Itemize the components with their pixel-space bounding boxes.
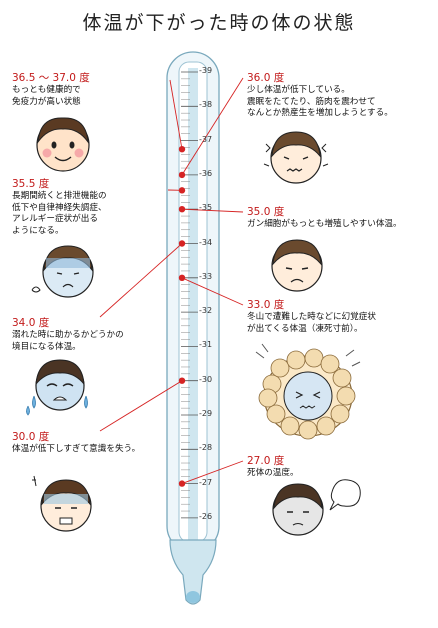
temperature-marker	[178, 480, 186, 487]
temperature-marker	[178, 377, 186, 384]
note-36-5: 36.5 ～ 37.0 度 もっとも健康的で 免疫力が高い状態	[12, 72, 90, 108]
connector-line	[181, 77, 244, 176]
note-line: ガン細胞がもっとも増殖しやすい体温。	[247, 219, 402, 229]
thermometer-bulb	[169, 539, 217, 605]
mercury-column	[188, 68, 198, 568]
note-line: 長期間続くと排泄機能の	[12, 191, 107, 201]
note-27-0: 27.0 度 死体の温度。	[247, 455, 299, 480]
note-line: 境目になる体温。	[12, 341, 81, 352]
scale-tick-label: -37	[199, 134, 213, 144]
temperature-marker	[178, 240, 186, 247]
scale-tick-label: -29	[199, 409, 213, 418]
note-temp-label: 33.0 度	[247, 299, 285, 311]
note-temp-label: 35.0 度	[247, 206, 285, 218]
scale-tick-label: -39	[199, 66, 213, 75]
frozen-face-illustration	[255, 343, 361, 440]
pale-face-illustration	[31, 245, 94, 298]
note-temp-label: 34.0 度	[12, 317, 50, 329]
connector-line	[99, 243, 183, 318]
scale-tick-label: -27	[199, 477, 213, 487]
temperature-marker	[178, 145, 186, 153]
note-line: ようになる。	[12, 225, 64, 236]
note-35-0: 35.0 度 ガン細胞がもっとも増殖しやすい体温。	[247, 206, 402, 231]
note-line: 震眠をたてたり、筋肉を震わせて	[247, 96, 376, 107]
note-temp-label: 30.0 度	[12, 431, 50, 443]
connector-line	[169, 79, 183, 150]
scale-tick-label: -30	[199, 374, 213, 384]
scale-tick-label: -26	[199, 511, 213, 521]
connector-line	[181, 460, 244, 485]
temperature-marker	[178, 171, 186, 179]
note-36-0: 36.0 度 少し体温が低下している。 震眠をたてたり、筋肉を震わせて なんとか…	[247, 72, 393, 120]
note-line: もっとも健康的で	[12, 85, 81, 95]
scale-tick-label: -28	[199, 443, 213, 453]
note-temp-label: 35.5 度	[12, 178, 50, 190]
bulb-reservoir	[186, 591, 200, 603]
note-line: 少し体温が低下している。	[247, 85, 350, 95]
scale-tick-label: -32	[199, 306, 213, 316]
note-line: 死体の温度。	[247, 468, 299, 478]
note-30-0: 30.0 度 体温が低下しすぎて意識を失う。	[12, 431, 140, 456]
connector-line	[99, 380, 183, 432]
scale-tick-label: -38	[199, 100, 213, 110]
crying-face-illustration	[26, 359, 88, 416]
healthy-face-illustration	[36, 117, 90, 172]
note-line: 溺れた時に助かるかどうかの	[12, 330, 124, 340]
note-temp-label: 36.5 ～ 37.0 度	[12, 72, 90, 84]
note-line: アレルギー症状が出る	[12, 214, 98, 224]
tired-face-illustration	[271, 239, 323, 292]
note-line: 低下や自律神経失調症、	[12, 202, 107, 213]
note-line: 冬山で遭難した時などに幻覚症状	[247, 312, 376, 322]
note-line: が出てくる体温（凍死寸前）。	[247, 323, 363, 334]
temperature-marker	[178, 206, 186, 213]
connector-line	[181, 277, 244, 306]
diagram-title: 体温が下がった時の体の状態	[82, 12, 356, 34]
temperature-marker	[178, 187, 186, 194]
scale-tick-label: -31	[199, 340, 213, 350]
unconscious-face-illustration	[32, 475, 92, 532]
note-line: なんとか熱産生を増加しようとする。	[247, 108, 393, 118]
note-33-0: 33.0 度 冬山で遭難した時などに幻覚症状 が出てくる体温（凍死寸前）。	[247, 299, 376, 335]
note-34-0: 34.0 度 溺れた時に助かるかどうかの 境目になる体温。	[12, 317, 124, 353]
scale-tick-label: -35	[199, 203, 213, 213]
connector-lines	[99, 77, 244, 487]
scale-tick-label: -33	[199, 271, 213, 281]
note-temp-label: 27.0 度	[247, 455, 285, 467]
note-line: 体温が低下しすぎて意識を失う。	[12, 444, 141, 454]
shivering-face-illustration	[263, 131, 329, 184]
note-temp-label: 36.0 度	[247, 72, 285, 84]
connector-line	[181, 208, 244, 213]
scale-tick-label: -36	[199, 168, 213, 178]
scale-tick-label: -34	[199, 237, 213, 247]
note-35-5: 35.5 度 長期間続くと排泄機能の 低下や自律神経失調症、 アレルギー症状が出…	[12, 178, 107, 237]
temperature-marker	[178, 274, 186, 281]
lifeless-face-illustration	[272, 479, 361, 536]
note-line: 免疫力が高い状態	[12, 96, 81, 107]
